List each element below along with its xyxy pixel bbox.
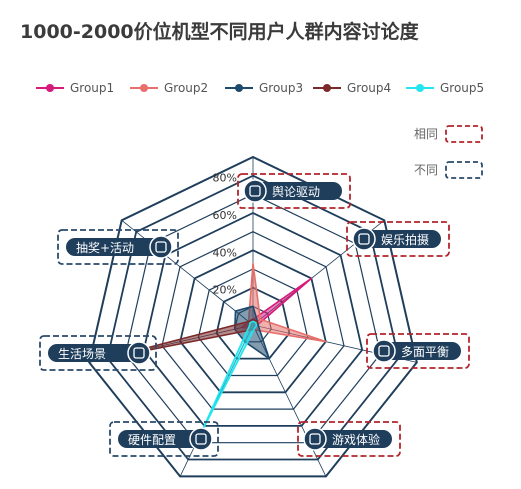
star-icon [352, 227, 376, 251]
icon-glyph [378, 345, 390, 357]
category-frame [39, 335, 157, 371]
category-pill [246, 182, 342, 200]
radial-ticks: 20% 40% 60% 80% [213, 172, 237, 297]
category-label-2: 多面平衡 [366, 333, 470, 369]
grid-spoke [121, 219, 254, 326]
series-group5 [200, 320, 258, 434]
legend-item-group2[interactable]: Group2 [130, 81, 208, 95]
legend-marker [140, 84, 148, 92]
category-label-6: 抽奖+活动 [57, 229, 179, 265]
category-pill [306, 430, 392, 448]
gear-icon [189, 427, 213, 451]
legend-label: Group5 [440, 81, 484, 95]
group-legend-item-0: 相同 [414, 125, 483, 143]
category-frame [346, 221, 450, 257]
category-text: 多面平衡 [401, 345, 449, 359]
radial-tick-label: 60% [213, 209, 237, 222]
legend-item-group4[interactable]: Group4 [313, 81, 391, 95]
category-pill [375, 342, 461, 360]
category-label-3: 游戏体验 [297, 421, 401, 457]
cube-icon [372, 339, 396, 363]
gamepad-icon [303, 427, 327, 451]
grid-ring [179, 249, 327, 394]
category-frame [57, 229, 179, 265]
series-layer [106, 262, 327, 434]
legend-item-group5[interactable]: Group5 [406, 81, 484, 95]
category-pill [48, 344, 148, 362]
category-pill [66, 238, 170, 256]
category-text: 游戏体验 [332, 432, 380, 447]
legend-label: Group3 [259, 81, 303, 95]
group-legend-swatch [445, 161, 483, 179]
icon-glyph [358, 233, 370, 245]
legend-marker [235, 84, 243, 92]
category-label-5: 生活场景 [39, 335, 157, 371]
category-text: 抽奖+活动 [76, 241, 134, 255]
legend-item-group3[interactable]: Group3 [225, 81, 303, 95]
radial-tick-label: 80% [213, 172, 237, 185]
grid-ring [215, 286, 291, 360]
legend-label: Group1 [70, 81, 114, 95]
message-icon [243, 179, 267, 203]
category-frame [366, 333, 470, 369]
legend: Group1 Group2 Group3 Group4 Group5 [36, 81, 484, 95]
legend-label: Group2 [164, 81, 208, 95]
category-pill [118, 430, 210, 448]
category-frame [109, 421, 219, 457]
category-label-1: 娱乐拍摄 [346, 221, 450, 257]
legend-label: Group4 [347, 81, 391, 95]
category-text: 舆论驱动 [272, 184, 320, 199]
icon-glyph [249, 185, 261, 197]
group-legend-label: 不同 [414, 163, 438, 177]
icon-glyph [133, 347, 145, 359]
grid-ring [197, 268, 309, 377]
group-legend-swatch [445, 125, 483, 143]
group-legend-label: 相同 [414, 127, 438, 141]
box-icon [127, 341, 151, 365]
category-text: 生活场景 [58, 347, 106, 361]
category-label-0: 舆论驱动 [237, 173, 351, 209]
icon-glyph [155, 241, 167, 253]
gift-icon [149, 235, 173, 259]
radial-tick-label: 40% [213, 246, 237, 259]
category-text: 娱乐拍摄 [381, 232, 429, 247]
chart-title: 1000-2000价位机型不同用户人群内容讨论度 [20, 20, 420, 43]
legend-marker [416, 84, 424, 92]
category-frame [297, 421, 401, 457]
category-pill [355, 230, 441, 248]
grid-ring [142, 212, 364, 427]
legend-marker [323, 84, 331, 92]
grid-ring [161, 231, 345, 410]
radial-tick-label: 20% [213, 284, 237, 297]
icon-glyph [309, 433, 321, 445]
legend-marker [46, 84, 54, 92]
icon-glyph [195, 433, 207, 445]
category-frame [237, 173, 351, 209]
group-legend-item-1: 不同 [414, 161, 483, 179]
category-text: 硬件配置 [128, 433, 176, 447]
legend-item-group1[interactable]: Group1 [36, 81, 114, 95]
grid-ring [124, 193, 382, 444]
category-label-4: 硬件配置 [109, 421, 219, 457]
